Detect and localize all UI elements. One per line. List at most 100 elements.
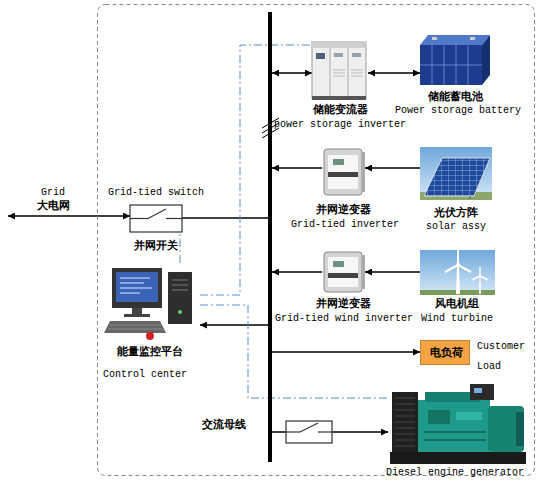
computer-art bbox=[178, 310, 182, 314]
diesel-generator: Diesel engine generator bbox=[388, 384, 528, 466]
generator-art bbox=[424, 432, 486, 440]
computer-art bbox=[132, 308, 142, 315]
node-label: 大电网 bbox=[37, 199, 70, 212]
power-connector bbox=[272, 431, 388, 433]
wind-turbine-art bbox=[420, 250, 495, 295]
inverter-art bbox=[333, 159, 344, 165]
wind-turbine-art bbox=[479, 277, 481, 294]
wind-turbine-art bbox=[456, 263, 460, 267]
computer-art bbox=[116, 272, 158, 302]
grid-switch-symbol bbox=[130, 205, 182, 232]
bus-switch-symbol bbox=[300, 423, 318, 432]
computer-art bbox=[120, 278, 152, 293]
wind-turbine-art bbox=[420, 250, 495, 295]
power-connector bbox=[365, 271, 420, 273]
wind-inverter: 并网逆变器Grid-tied wind inverter bbox=[322, 250, 365, 295]
wind-turbine-art bbox=[472, 267, 488, 280]
power-connector bbox=[272, 167, 322, 169]
node-label: 光伏方阵 bbox=[434, 206, 478, 219]
battery-art bbox=[470, 37, 475, 40]
computer-art bbox=[104, 321, 166, 333]
node-label: Grid-tied switch bbox=[108, 186, 204, 199]
control-center: 能量监控平台Control center bbox=[105, 263, 200, 341]
converter-cabinet-art bbox=[312, 42, 366, 100]
generator-art bbox=[488, 406, 524, 452]
solar-art bbox=[420, 192, 492, 200]
inverter-art bbox=[324, 149, 362, 195]
solar-art bbox=[424, 158, 490, 196]
bus-switch-symbol bbox=[286, 421, 332, 443]
wind-inverter-art bbox=[328, 273, 358, 278]
generator-art bbox=[418, 400, 490, 452]
pv-inverter: 并网逆变器Grid-tied inverter bbox=[322, 145, 365, 197]
utility-grid: Grid大电网 bbox=[8, 184, 98, 218]
battery-art bbox=[420, 35, 490, 45]
converter-cabinet-art bbox=[312, 42, 366, 98]
converter-cabinet-art bbox=[312, 42, 366, 48]
wind-inverter-art bbox=[333, 261, 344, 267]
generator-art bbox=[474, 388, 482, 393]
node-label: 并网逆变器 bbox=[316, 203, 371, 216]
battery-bank: 储能蓄电池Power storage battery bbox=[420, 33, 490, 85]
bus-switch-symbol bbox=[286, 421, 332, 443]
node-label: 电负荷 bbox=[430, 346, 463, 359]
computer-art bbox=[124, 314, 150, 317]
solar-art bbox=[420, 147, 492, 200]
computer-art bbox=[112, 268, 162, 308]
wind-inverter-art bbox=[362, 255, 365, 289]
node-label: 储能变流器 bbox=[313, 103, 368, 116]
generator-art bbox=[390, 452, 526, 464]
wind-turbine-art bbox=[420, 290, 495, 295]
node-label: Control center bbox=[103, 368, 187, 381]
power-connector bbox=[182, 217, 268, 219]
power-connector bbox=[272, 72, 312, 74]
node-label: 风电机组 bbox=[435, 297, 479, 310]
generator-art bbox=[392, 392, 418, 452]
node-label: 能量监控平台 bbox=[117, 345, 183, 358]
wind-turbine-art bbox=[445, 250, 471, 272]
node-label: Grid-tied wind inverter bbox=[275, 312, 413, 325]
computer-art bbox=[104, 268, 192, 340]
solar-array: 光伏方阵solar assy bbox=[420, 147, 492, 200]
node-label: 交流母线 bbox=[202, 418, 246, 431]
generator-art bbox=[428, 410, 450, 424]
node-label: Wind turbine bbox=[421, 312, 493, 325]
wind-turbine-art bbox=[456, 266, 460, 294]
node-label: Customer Load bbox=[477, 337, 531, 377]
battery-art bbox=[432, 37, 437, 40]
computer-art bbox=[146, 332, 154, 340]
grid-switch-symbol bbox=[148, 209, 166, 219]
converter-cabinet-art bbox=[352, 53, 361, 57]
node-label: Diesel engine generator bbox=[386, 466, 524, 479]
converter-cabinet-art bbox=[316, 53, 325, 59]
node-label: Grid bbox=[41, 186, 65, 199]
bus-switch-symbol bbox=[318, 431, 332, 432]
generator-art bbox=[390, 384, 526, 464]
battery-art bbox=[420, 35, 490, 85]
inverter-art bbox=[328, 155, 358, 189]
solar-art bbox=[470, 196, 471, 199]
generator-art bbox=[425, 392, 480, 402]
node-label: 并网逆变器 bbox=[316, 297, 371, 310]
wind-inverter-art bbox=[324, 252, 362, 292]
power-connector bbox=[200, 324, 268, 326]
inverter-art bbox=[328, 172, 358, 177]
inverter-art bbox=[362, 152, 365, 192]
computer-art bbox=[108, 325, 163, 329]
converter-cabinet-art bbox=[312, 96, 366, 100]
grid-switch-symbol bbox=[130, 205, 182, 232]
battery-art bbox=[420, 45, 482, 85]
control-link bbox=[180, 232, 181, 263]
node-label: Grid-tied inverter bbox=[291, 218, 399, 231]
converter-cabinet-art bbox=[333, 70, 363, 76]
computer-art bbox=[172, 280, 188, 290]
bus-switch-symbol bbox=[286, 431, 300, 432]
system-boundary bbox=[98, 5, 535, 476]
battery-art bbox=[482, 35, 490, 85]
grid-switch-symbol bbox=[130, 218, 148, 219]
converter-cabinet-art bbox=[348, 48, 349, 96]
power-connector bbox=[8, 215, 130, 217]
node-label: power storage inverter bbox=[274, 118, 406, 131]
grid-switch-symbol bbox=[166, 218, 182, 219]
